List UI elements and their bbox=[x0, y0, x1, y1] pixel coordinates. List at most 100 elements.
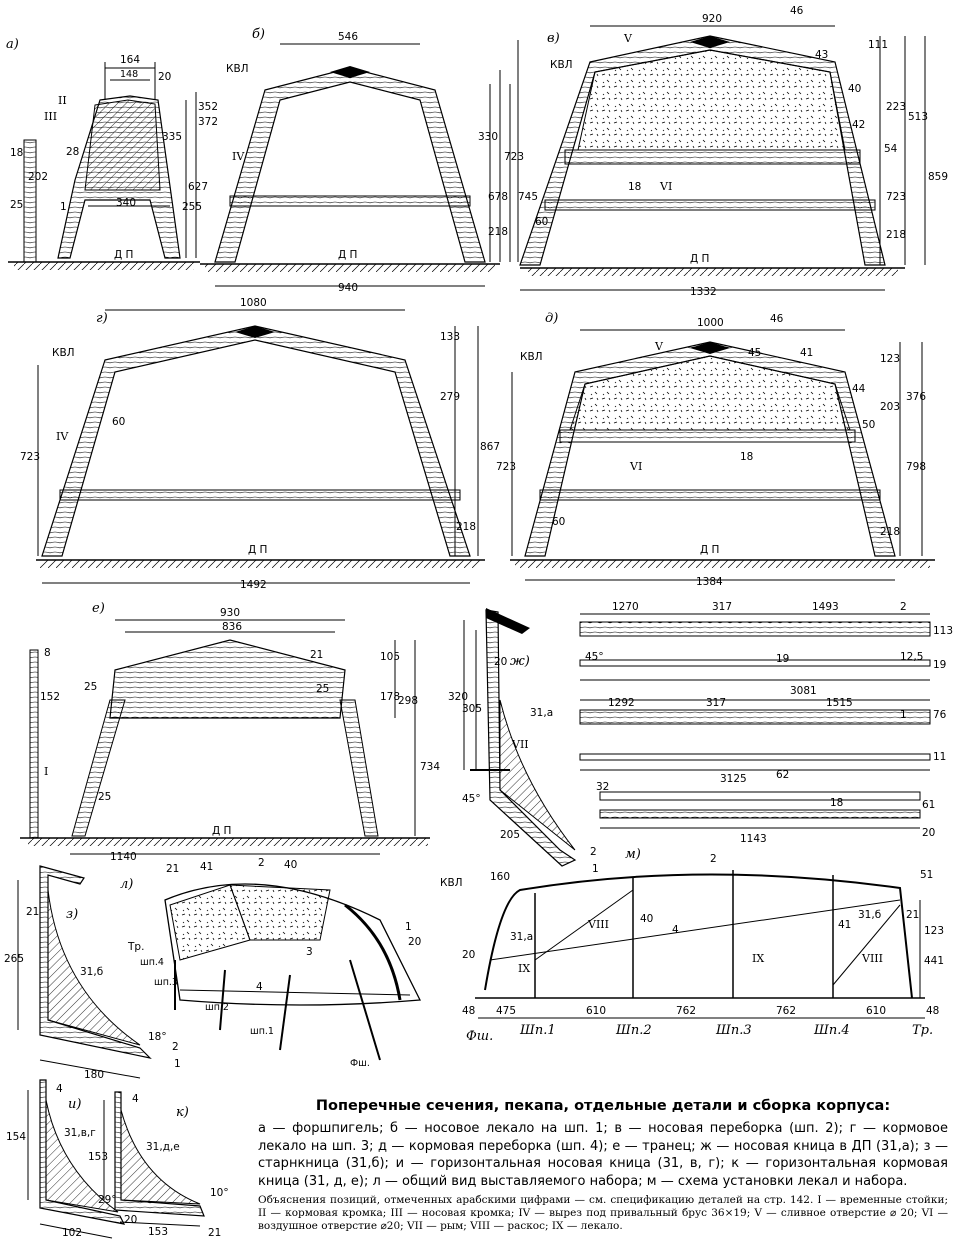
panel-g: г) 1080 133 279 60 723 867 218 1492 КВЛ … bbox=[20, 297, 500, 591]
dim-43: 43 bbox=[815, 49, 828, 61]
dim-28: 28 bbox=[66, 146, 79, 158]
dim-18: 18 bbox=[10, 147, 23, 159]
dim-40: 40 bbox=[640, 913, 653, 925]
bulkhead-panel bbox=[577, 49, 846, 151]
dim-1270: 1270 bbox=[612, 601, 639, 613]
dim-46: 46 bbox=[770, 313, 784, 325]
panel-l: л) 21 41 2 40 1 20 3 4 Тр. шп.4 шп.3 шп.… bbox=[120, 857, 421, 1069]
dim-line bbox=[39, 1059, 141, 1079]
mark-shp4: шп.4 bbox=[140, 957, 164, 968]
dim-218: 218 bbox=[880, 526, 900, 538]
dim-180: 180 bbox=[84, 1069, 104, 1081]
dim-20: 20 bbox=[494, 656, 507, 668]
dim-1: 1 bbox=[174, 1058, 181, 1070]
dim-25-right: 25 bbox=[316, 683, 329, 695]
post bbox=[219, 969, 226, 1031]
mark-kvl: КВЛ bbox=[440, 877, 463, 889]
panel-v: в) 920 46 111 43 40 42 223 513 54 859 18… bbox=[519, 5, 948, 298]
dim-123: 123 bbox=[924, 925, 944, 937]
dim-202: 202 bbox=[28, 171, 48, 183]
dim-32: 32 bbox=[596, 781, 609, 793]
panel-m-label: м) bbox=[625, 847, 641, 862]
bow-knee-frame bbox=[39, 1079, 126, 1225]
stringer-2-plan bbox=[579, 621, 931, 637]
stern-knee bbox=[47, 889, 141, 1046]
dim-60: 60 bbox=[535, 216, 548, 228]
panel-k: к) 4 153 31,д,е 10° 153 21 bbox=[88, 1091, 229, 1239]
bulkhead-beam bbox=[559, 429, 856, 443]
dim-317: 317 bbox=[712, 601, 732, 613]
caption-title: Поперечные сечения, пекапа, отдельные де… bbox=[315, 1098, 891, 1114]
assembly-outline bbox=[164, 883, 422, 1006]
dim-31b: 31,б bbox=[858, 909, 881, 921]
apex-gusset bbox=[235, 326, 275, 338]
stem-post bbox=[485, 609, 577, 867]
figure-caption: Поперечные сечения, пекапа, отдельные де… bbox=[258, 1098, 948, 1233]
mark-shp2: Шп.2 bbox=[615, 1023, 652, 1038]
dim-164: 164 bbox=[120, 54, 140, 66]
mark-fsh: Фш. bbox=[466, 1029, 493, 1044]
stringer-1-side bbox=[579, 753, 931, 761]
dim-678: 678 bbox=[488, 191, 508, 203]
dim-160: 160 bbox=[490, 871, 510, 883]
dim-2: 2 bbox=[710, 853, 717, 865]
dim-10deg: 10° bbox=[210, 1187, 229, 1199]
panel-a: а) 164 148 20 352 372 335 627 255 340 18… bbox=[6, 37, 218, 270]
transom-leg-left bbox=[71, 699, 126, 837]
bulkhead-panel-fwd bbox=[229, 884, 331, 941]
panel-zh: ж) 20 320 305 31,а 45° 205 2 1 VII bbox=[448, 608, 599, 875]
mark-kvl: КВЛ bbox=[52, 347, 75, 359]
mark-IX-right: IX bbox=[752, 952, 764, 965]
dim-930: 930 bbox=[220, 607, 240, 619]
dim-3125: 3125 bbox=[720, 773, 747, 785]
panel-i-label: и) bbox=[68, 1097, 81, 1112]
stern-knee-hatch bbox=[120, 1109, 201, 1205]
mark-VIII-right: VIII bbox=[861, 952, 883, 965]
dim-60: 60 bbox=[552, 516, 565, 528]
dim-41: 41 bbox=[200, 861, 213, 873]
dim-102: 102 bbox=[62, 1227, 82, 1239]
apex-gusset bbox=[690, 342, 730, 354]
mark-kvl: КВЛ bbox=[226, 63, 249, 75]
dim-610-right: 610 bbox=[866, 1005, 886, 1017]
dim-218: 218 bbox=[488, 226, 508, 238]
brace bbox=[534, 889, 634, 961]
dim-60: 60 bbox=[112, 416, 125, 428]
dim-20: 20 bbox=[462, 949, 475, 961]
mark-shp3: Шп.3 bbox=[715, 1023, 752, 1038]
dim-513: 513 bbox=[908, 111, 928, 123]
dim-111: 111 bbox=[868, 39, 888, 51]
dim-44: 44 bbox=[852, 383, 866, 395]
dim-45deg: 45° bbox=[462, 793, 481, 805]
dim-19: 19 bbox=[776, 653, 789, 665]
dim-1080: 1080 bbox=[240, 297, 267, 309]
dim-48-left: 48 bbox=[462, 1005, 475, 1017]
dim-1493: 1493 bbox=[812, 601, 839, 613]
caption-body: а — форшпигель; б — носовое лекало на шп… bbox=[258, 1121, 948, 1189]
dim-20: 20 bbox=[408, 936, 421, 948]
dim-105: 105 bbox=[380, 651, 400, 663]
dim-20: 20 bbox=[124, 1214, 137, 1226]
dim-45deg: 45° bbox=[585, 651, 604, 663]
dim-20: 20 bbox=[158, 71, 171, 83]
dim-133: 133 bbox=[440, 331, 460, 343]
dim-330: 330 bbox=[478, 131, 498, 143]
dim-62: 62 bbox=[776, 769, 789, 781]
panel-v-label: в) bbox=[547, 31, 560, 46]
panel-g-label: г) bbox=[96, 311, 108, 326]
dim-123: 123 bbox=[880, 353, 900, 365]
dim-627: 627 bbox=[188, 181, 208, 193]
panel-z-label: з) bbox=[66, 907, 78, 922]
mark-IV: IV bbox=[56, 430, 69, 443]
dim-18deg: 18° bbox=[148, 1031, 167, 1043]
dim-265: 265 bbox=[4, 953, 24, 965]
mark-VII: VII bbox=[511, 738, 529, 751]
panel-d: д) 1000 46 45 41 123 44 203 376 50 18 72… bbox=[496, 311, 935, 588]
stem-knee bbox=[499, 699, 576, 851]
dim-18: 18 bbox=[628, 181, 641, 193]
dim-31b: 31,б bbox=[80, 966, 103, 978]
panel-a-label: а) bbox=[6, 37, 19, 52]
panel-zh-label: ж) bbox=[510, 654, 530, 669]
